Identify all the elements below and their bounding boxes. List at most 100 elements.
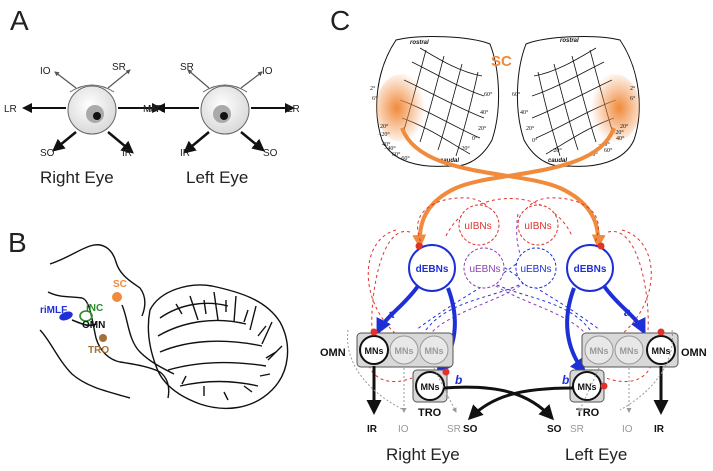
sc-left-tick: 2° (370, 85, 376, 92)
brain-nuclei (59, 292, 122, 342)
uebns-left-label: uEBNs (469, 264, 500, 275)
sc-left-tick: 40° (480, 109, 489, 116)
inhibitory-synapse-icon (415, 242, 423, 250)
path-a-right-label: a (624, 305, 631, 319)
sc-map-right (517, 36, 640, 167)
panel-b-inc-label: iNC (86, 303, 103, 314)
sc-left-tick: 60° (392, 151, 401, 158)
sc-right-tick: 40° (616, 135, 625, 142)
sc-left-tick: 6° (372, 95, 378, 102)
right-eye-diagram (22, 69, 162, 154)
panel-b-rimlf-label: riMLF (40, 305, 67, 316)
right-eye-io-label: IO (40, 66, 51, 77)
omn-box-right (581, 332, 679, 368)
path-a-left-label: a (388, 307, 395, 321)
left-eye-lr-label: LR (287, 104, 300, 115)
output-right-sr: SR (570, 424, 584, 435)
sc-map-tick-labels: 2° 6° 20° 40° 60° −20° −40° −60° 20° 40°… (370, 85, 636, 162)
sc-left-tick: 40° (382, 141, 391, 148)
right-eye-sr-label: SR (112, 62, 126, 73)
sc-left-tick: −40° (384, 145, 396, 152)
output-right-ir: IR (654, 424, 665, 435)
panel-letter-a: A (10, 5, 29, 36)
sc-right-tick: 20° (526, 125, 535, 132)
path-b-left-label: b (455, 373, 462, 387)
right-eye-so-label: SO (40, 148, 55, 159)
mns-omn-left-active: MNs (364, 346, 383, 356)
sc-projections (400, 127, 616, 249)
mns-omn-right-2: MNs (619, 346, 638, 356)
mns-tro-left: MNs (420, 382, 439, 392)
left-eye-so-label: SO (263, 148, 278, 159)
sc-right-caudal-label: caudal (548, 158, 567, 164)
tro-right-label: TRO (576, 407, 600, 419)
panel-a-right-eye-title: Right Eye (40, 168, 114, 187)
path-b-right-label: b (562, 373, 569, 387)
motor-outputs (347, 329, 674, 421)
sc-right-tick: 60° (604, 147, 613, 154)
panel-a-left-eye-title: Left Eye (186, 168, 248, 187)
omn-left-label: OMN (320, 347, 346, 359)
brainstem-sagittal-section (39, 244, 289, 409)
left-eye-ir-label: IR (180, 148, 190, 159)
sc-right-tick: 2° (630, 85, 636, 92)
output-right-io: IO (622, 424, 633, 435)
panel-b-sc-label: SC (113, 279, 127, 290)
omn-box-left (356, 332, 454, 368)
sc-right-tick: 60° (512, 91, 521, 98)
debns-right-node (566, 244, 614, 292)
sc-left-tick: 20° (380, 123, 389, 130)
panel-letter-b: B (8, 227, 27, 258)
sc-left-rostral-label: rostral (410, 40, 429, 46)
sc-right-rostral-label: rostral (560, 38, 579, 44)
output-left-so: SO (463, 424, 478, 435)
left-eye-mr-label: MR (143, 104, 159, 115)
mns-omn-left-2: MNs (394, 346, 413, 356)
output-left-ir: IR (367, 424, 378, 435)
inc-nucleus-icon (79, 310, 93, 322)
uebns-right-label: uEBNs (520, 264, 551, 275)
sc-left-tick: 60° (484, 91, 493, 98)
uibns-right-node (517, 204, 559, 246)
sc-left-tick: −20° (458, 145, 470, 152)
right-eye-lr-label: LR (4, 104, 17, 115)
tro-left-label: TRO (418, 407, 442, 419)
uibns-left-label: uIBNs (464, 221, 491, 232)
sc-left-caudal-label: caudal (440, 158, 459, 164)
mns-omn-right-active: MNs (651, 346, 670, 356)
sc-right-tick: −20° (550, 147, 562, 154)
uebns-right-node (515, 247, 557, 289)
debns-left-label: dEBNs (416, 264, 449, 275)
inhibitory-synapse-icon (600, 382, 608, 390)
sc-right-tick: 20° (620, 123, 629, 130)
right-eye-ir-label: IR (122, 148, 132, 159)
output-left-io: IO (398, 424, 409, 435)
debn-projections (376, 284, 646, 375)
debns-right-label: dEBNs (574, 264, 607, 275)
sc-right-tick: −20° (612, 129, 624, 136)
sc-left-tick: −20° (378, 131, 390, 138)
sc-left-tick: 0° (472, 135, 478, 142)
sc-nucleus-icon (112, 292, 122, 302)
uibns-left-node (458, 204, 500, 246)
inhibitory-synapse-icon (597, 242, 605, 250)
inhibitory-synapse-icon (442, 368, 450, 376)
left-eye-diagram (155, 69, 295, 154)
mns-tro-right: MNs (577, 382, 596, 392)
sc-right-tick: 6° (630, 95, 636, 102)
output-left-sr: SR (447, 424, 461, 435)
left-eye-io-label: IO (262, 66, 273, 77)
tro-box-left (412, 369, 448, 403)
omn-right-label: OMN (681, 347, 707, 359)
rimlf-nucleus-icon (59, 311, 73, 321)
panel-c-left-eye-title: Left Eye (565, 445, 627, 464)
output-right-so: SO (547, 424, 562, 435)
sc-left-tick: 20° (478, 125, 487, 132)
left-eye-sr-label: SR (180, 62, 194, 73)
uebns-left-node (463, 247, 505, 289)
sc-right-tick: 0° (532, 137, 538, 144)
mns-omn-right-1: MNs (589, 346, 608, 356)
tro-nucleus-icon (99, 334, 107, 342)
panel-c-sc-label: SC (491, 53, 512, 70)
